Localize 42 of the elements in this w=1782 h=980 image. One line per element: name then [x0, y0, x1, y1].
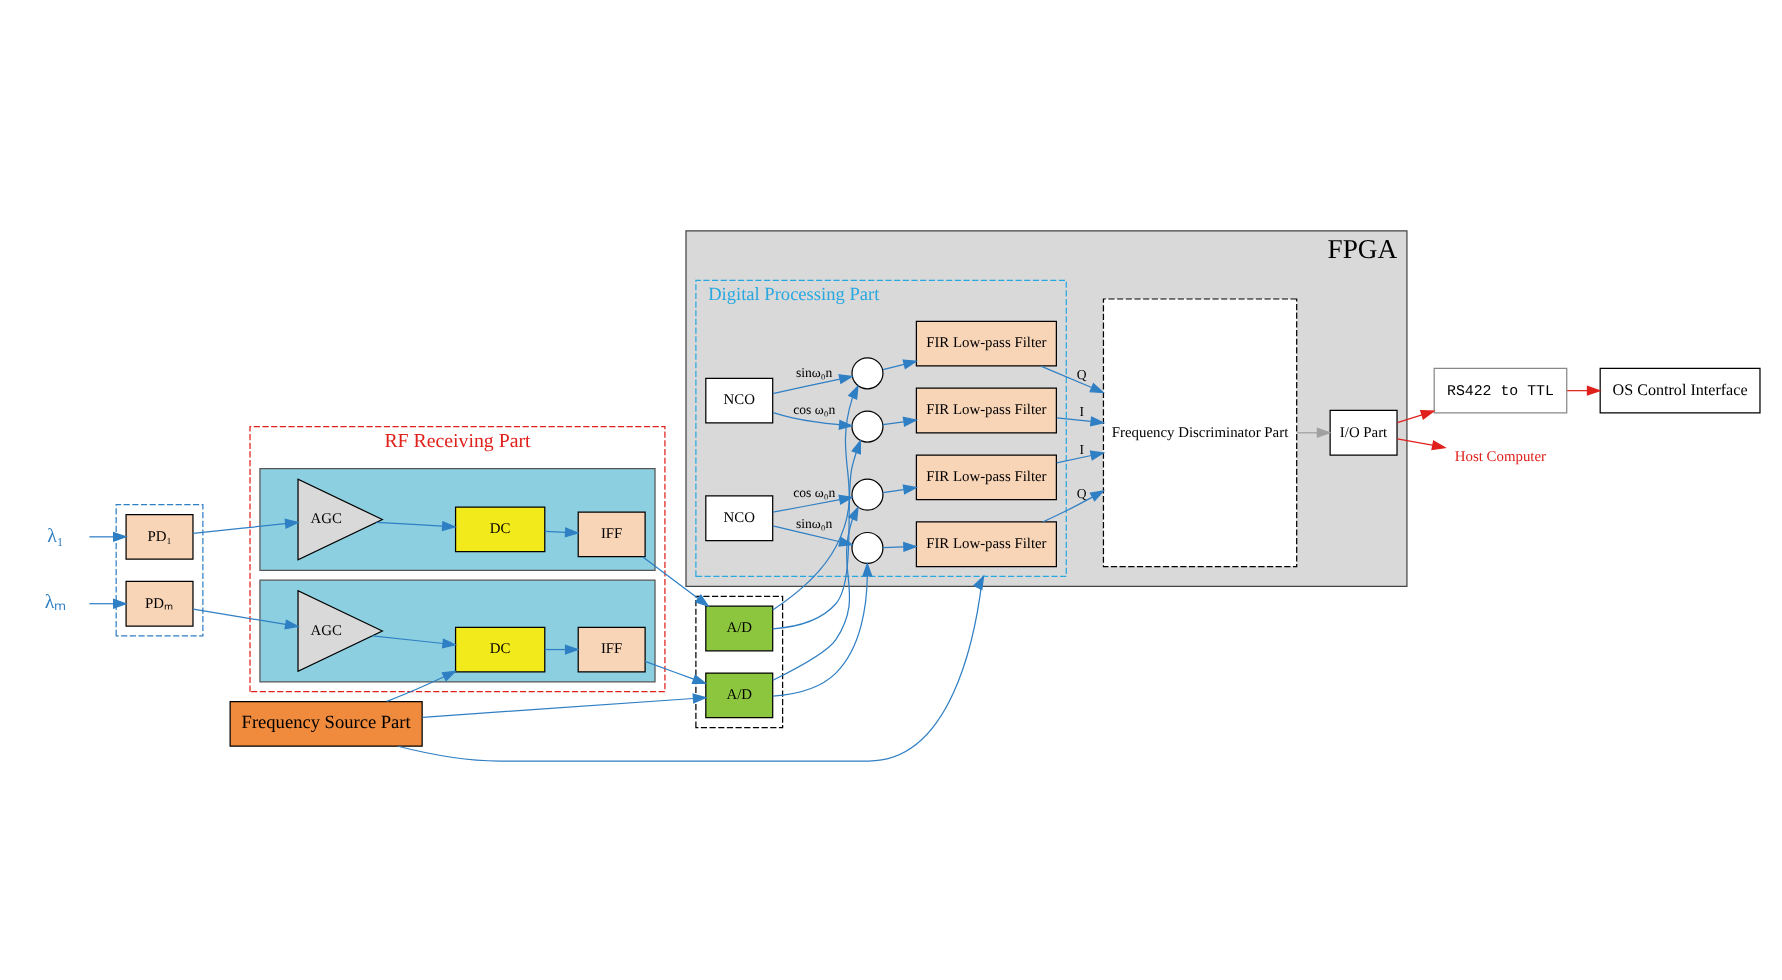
arrow — [544, 643, 580, 654]
arrow — [375, 519, 457, 531]
arrow — [882, 540, 919, 552]
arrow — [882, 483, 919, 494]
node-box: Frequency Source Part — [229, 699, 423, 746]
arrow — [1566, 384, 1602, 395]
arrow — [1056, 449, 1106, 463]
arrow — [371, 634, 458, 648]
node-circle — [851, 356, 884, 389]
arrow — [88, 597, 128, 608]
arrow — [772, 373, 854, 394]
arrow — [88, 530, 128, 542]
arrow — [397, 573, 985, 761]
arrow — [422, 692, 708, 717]
node-text: λ₁ — [47, 524, 64, 547]
node-circle — [851, 530, 884, 564]
node-circle — [851, 409, 884, 442]
arrow — [386, 669, 458, 701]
arrow — [772, 411, 854, 429]
arrow — [772, 437, 862, 629]
arrow — [772, 383, 859, 610]
cluster — [115, 503, 204, 636]
arrow — [772, 560, 873, 696]
arrow — [882, 415, 919, 426]
arrow — [882, 358, 919, 370]
arrow — [641, 555, 710, 607]
node-text: λₘ — [44, 591, 67, 614]
arrow — [772, 504, 859, 680]
arrow — [1396, 409, 1436, 423]
node-circle — [851, 477, 884, 510]
arrow — [772, 524, 854, 546]
arrow — [772, 493, 854, 512]
arrow — [644, 659, 708, 684]
arrow — [544, 526, 580, 537]
arrow — [192, 517, 300, 533]
arrow — [1396, 437, 1447, 450]
arrow — [1040, 364, 1105, 393]
arrow — [192, 607, 300, 629]
arrow — [1296, 426, 1332, 437]
arrow — [1056, 415, 1106, 426]
arrow — [1042, 489, 1105, 522]
cluster — [259, 467, 656, 570]
